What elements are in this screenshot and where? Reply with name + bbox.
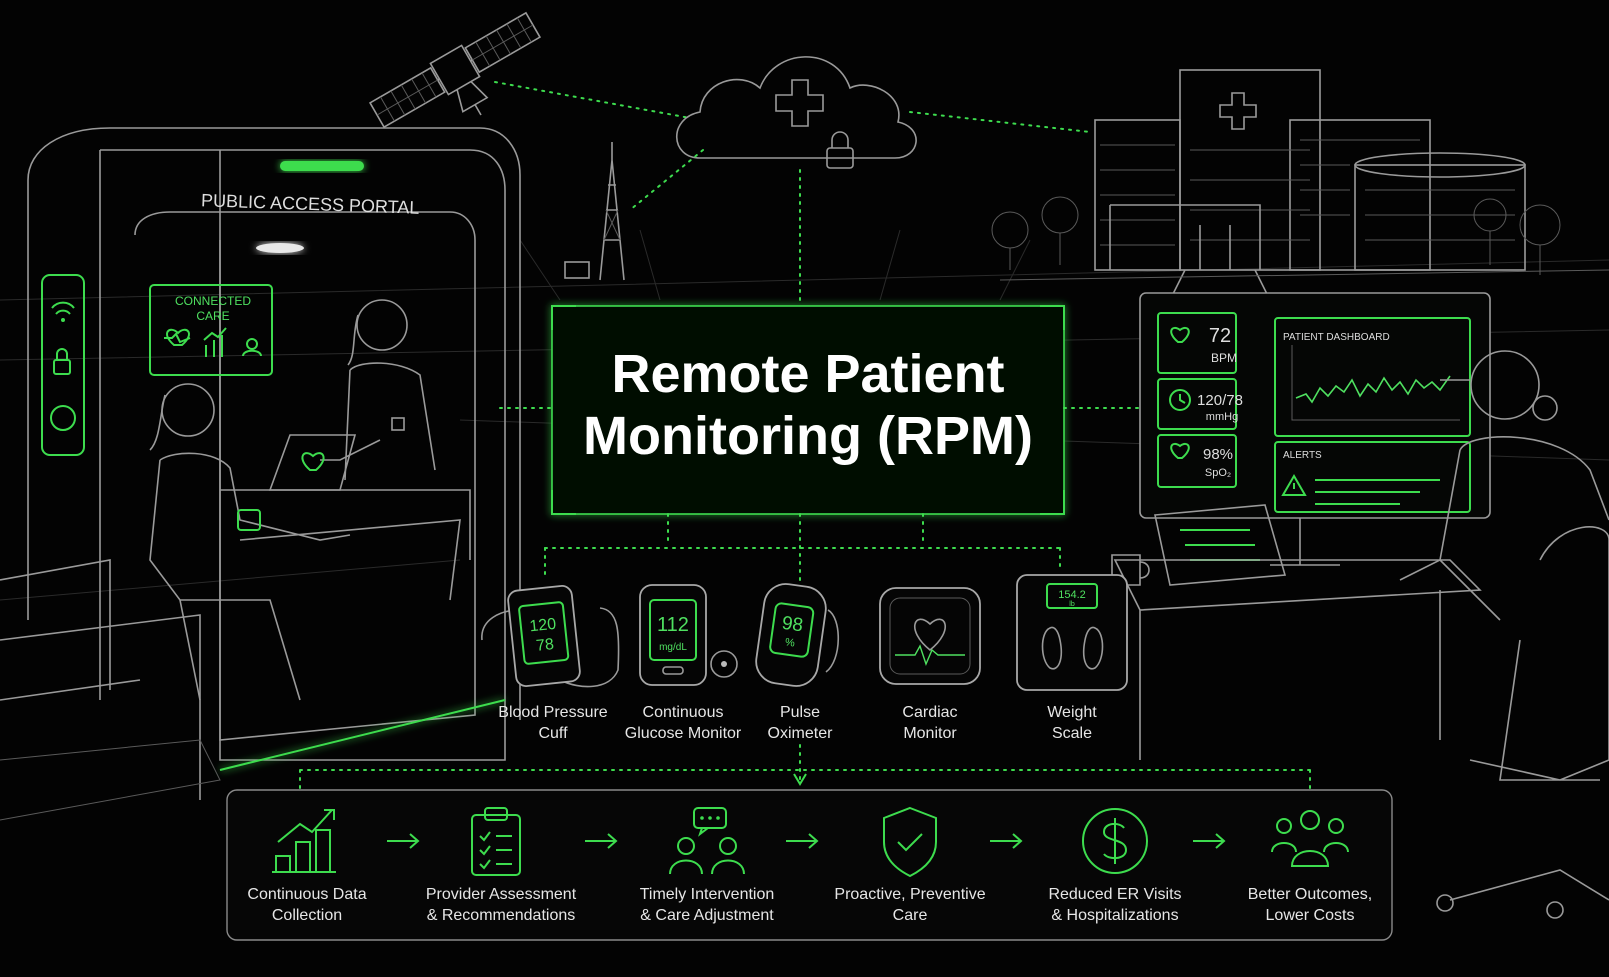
flow-arrows (387, 833, 1226, 849)
glucose-monitor-device (639, 584, 738, 686)
bp-cuff-screen-bottom: 78 (535, 636, 555, 655)
heart-rate-value: 72 (1209, 325, 1231, 347)
steps-panel (226, 789, 1393, 941)
cardiac-monitor-device (879, 587, 981, 685)
kiosk-booth (0, 127, 521, 821)
alerts-title: ALERTS (1283, 450, 1322, 461)
dollar-icon (1082, 808, 1148, 874)
flow-connectors (299, 744, 1311, 791)
cloud-icon (676, 56, 917, 169)
step-label-preventive-care: Proactive, Preventive Care (834, 886, 986, 924)
page-title: Remote Patient Monitoring (RPM) (552, 343, 1064, 467)
desk-and-laptop (1111, 504, 1482, 760)
device-label-cardiac-monitor: Cardiac Monitor (902, 704, 958, 742)
device-label-pulse-oximeter: Pulse Oximeter (767, 704, 833, 742)
satellite-icon (368, 11, 542, 129)
title-line-2: Monitoring (RPM) (583, 406, 1033, 466)
spo2-value: 98% (1203, 446, 1233, 463)
heart-rate-unit: BPM (1211, 351, 1237, 365)
scale-screen-value: 154.2 (1058, 589, 1086, 601)
trees (991, 196, 1561, 275)
bp-unit: mmHg (1206, 411, 1238, 423)
patient-figure (149, 383, 351, 701)
shield-check-icon (883, 806, 937, 878)
dashboard-monitor (1139, 292, 1491, 566)
clinician-figure (1399, 350, 1609, 919)
bp-cuff-screen-top: 120 (529, 616, 557, 636)
device-connectors (544, 513, 1061, 591)
pulse-oximeter-device (755, 583, 839, 687)
dashboard-title: PATIENT DASHBOARD (1283, 332, 1390, 343)
growth-chart-icon (272, 809, 336, 873)
device-label-weight-scale: Weight Scale (1047, 704, 1097, 742)
step-label-better-outcomes: Better Outcomes, Lower Costs (1247, 886, 1373, 924)
kiosk-label: PUBLIC ACCESS PORTAL (201, 190, 420, 218)
nurse-figure (320, 299, 436, 481)
people-group-icon (1271, 810, 1349, 867)
spo2-unit: SpO₂ (1205, 467, 1231, 479)
device-label-blood-pressure-cuff: Blood Pressure Cuff (498, 704, 608, 742)
title-line-1: Remote Patient (611, 344, 1005, 404)
step-label-data-collection: Continuous Data Collection (247, 886, 367, 924)
glucose-screen-unit: mg/dL (659, 642, 687, 653)
step-label-provider-assessment: Provider Assessment & Recommendations (425, 886, 577, 924)
weight-scale-device (1016, 574, 1128, 691)
clipboard-checklist-icon (471, 807, 521, 876)
cell-tower-icon (564, 142, 625, 281)
connected-care-line2: CARE (196, 309, 229, 323)
tablet-device (220, 434, 471, 601)
bp-value: 120/78 (1197, 392, 1243, 409)
glucose-screen-value: 112 (657, 614, 689, 636)
consultation-icon (669, 807, 745, 875)
connected-care-line1: CONNECTED (175, 294, 251, 308)
scale-screen-unit: lb (1069, 601, 1075, 608)
oximeter-screen-unit: % (784, 636, 796, 649)
step-label-reduced-er-visits: Reduced ER Visits & Hospitalizations (1048, 886, 1182, 924)
title-frame (551, 305, 1065, 515)
step-label-timely-intervention: Timely Intervention & Care Adjustment (639, 886, 775, 924)
oximeter-screen-value: 98 (781, 613, 805, 637)
hospital-building (999, 69, 1609, 301)
device-label-glucose-monitor: Continuous Glucose Monitor (624, 704, 742, 742)
blood-pressure-cuff-device (481, 585, 620, 688)
